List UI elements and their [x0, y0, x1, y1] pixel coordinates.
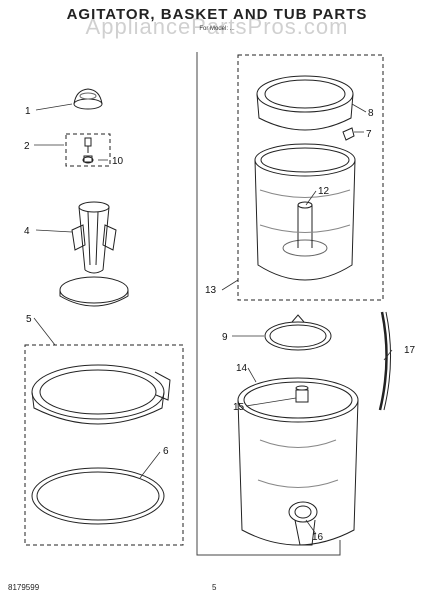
- agitator-part: [59, 201, 129, 307]
- callout-8: 8: [368, 108, 374, 119]
- callout-15: 15: [233, 402, 245, 413]
- outer-tub-part: [237, 377, 359, 546]
- callout-6: 6: [163, 446, 169, 457]
- callout-5: 5: [26, 314, 32, 325]
- drain-outlet-part: [288, 501, 318, 546]
- leader-lines: [33, 103, 393, 535]
- callout-12: 12: [318, 186, 330, 197]
- clip-part: [342, 127, 355, 141]
- basket-ring-part: [256, 75, 354, 131]
- diagram-title: AGITATOR, BASKET AND TUB PARTS: [66, 6, 368, 23]
- callout-7: 7: [366, 129, 372, 140]
- hose-part: [378, 311, 391, 411]
- callout-13: 13: [205, 285, 217, 296]
- basket-group-box: [237, 54, 384, 301]
- callout-4: 4: [24, 226, 30, 237]
- callout-16: 16: [312, 532, 324, 543]
- agitator-cap-part: [73, 88, 103, 110]
- callout-1: 1: [25, 106, 31, 117]
- page-number: 5: [212, 583, 217, 592]
- basket-part: [254, 143, 356, 281]
- callout-10: 10: [112, 156, 124, 167]
- watermark: AppliancePartsPros.com: [85, 14, 349, 39]
- seal-part: [264, 314, 332, 351]
- document-number: 8179599: [8, 583, 40, 592]
- gasket-ring-part: [31, 467, 165, 525]
- bolt-part: [82, 137, 94, 164]
- diagram-subtitle: For Model: ...: [199, 26, 235, 32]
- callout-2: 2: [24, 141, 30, 152]
- group-connector-line: [196, 52, 341, 556]
- ring-group-box: [24, 344, 184, 546]
- fastener-group-box: [65, 133, 111, 167]
- callout-9: 9: [222, 332, 228, 343]
- tub-fitting-part: [295, 385, 309, 403]
- balance-ring-part: [31, 364, 171, 425]
- callout-14: 14: [236, 363, 248, 374]
- callout-17: 17: [404, 345, 416, 356]
